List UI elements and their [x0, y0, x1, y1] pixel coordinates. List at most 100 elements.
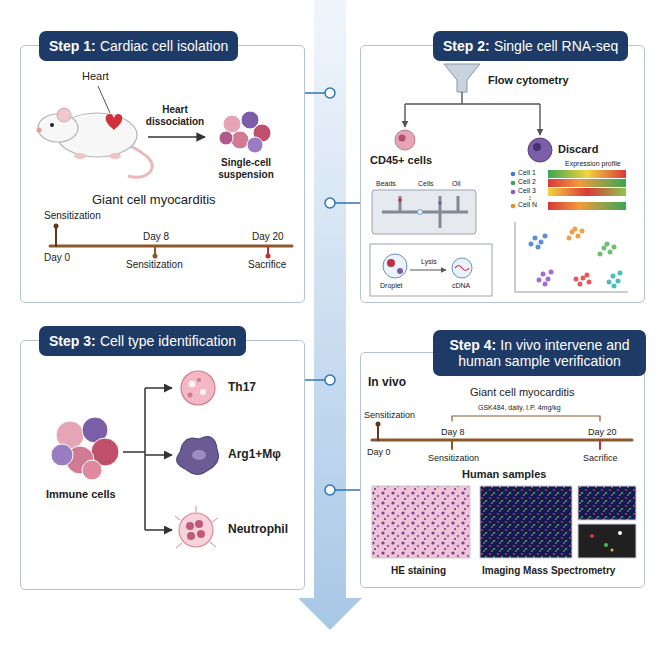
branch-arrows — [123, 451, 145, 453]
timeline — [376, 422, 381, 427]
he-image — [372, 486, 470, 558]
umap-plot — [567, 236, 572, 241]
umap-plot — [618, 271, 623, 276]
branch-arrows — [144, 388, 146, 530]
microfluidic-chip — [398, 198, 402, 202]
microfluidic-chip — [372, 190, 476, 234]
timeline — [153, 254, 158, 259]
image-label: HE staining — [391, 565, 446, 577]
heatmap — [529, 199, 531, 201]
step-title: Single cell RNA-seq — [494, 38, 619, 54]
droplet-inset — [387, 259, 395, 267]
ims-image — [604, 543, 608, 547]
timeline — [372, 439, 632, 442]
microfluidic-chip — [382, 196, 468, 228]
umap-plot — [578, 282, 583, 287]
timeline — [266, 254, 271, 259]
rat-figure — [57, 108, 71, 122]
timeline — [372, 416, 632, 449]
timeline-label: Sacrifice — [583, 453, 618, 463]
droplet-inset — [455, 266, 469, 271]
timeline-label: Sensitization — [126, 259, 183, 271]
neutrophil-cell — [197, 530, 205, 538]
umap-plot — [602, 246, 607, 251]
section-label: Human samples — [462, 468, 546, 481]
th17-cell — [181, 371, 215, 405]
umap-plot — [536, 245, 541, 250]
umap-plot — [549, 270, 554, 275]
cell-label: CD45+ cells — [370, 154, 432, 167]
cell-label: Neutrophil — [228, 523, 288, 537]
microfluidic-chip — [438, 201, 442, 205]
rat-figure — [50, 123, 54, 127]
umap-plot — [543, 234, 548, 239]
chip-label: Oil — [452, 180, 461, 188]
ims-image — [611, 549, 614, 552]
timeline — [451, 440, 453, 449]
umap-plot — [576, 234, 581, 239]
heatmap — [548, 188, 626, 196]
step-header: Step 2:Single cell RNA-seq — [433, 31, 628, 61]
sort-branches — [405, 92, 540, 135]
funnel-icon — [444, 64, 480, 92]
rat-figure — [74, 153, 86, 159]
umap-plot — [598, 242, 617, 257]
step-connector — [305, 88, 360, 495]
ims-image — [578, 486, 636, 520]
umap-plot — [580, 229, 585, 234]
umap-plot — [574, 277, 579, 282]
heatmap — [548, 170, 626, 178]
droplet-inset — [410, 269, 446, 270]
umap-plot — [567, 227, 585, 241]
umap-plot — [529, 234, 548, 250]
timeline — [50, 224, 292, 259]
heatmap — [529, 196, 531, 198]
neutrophil-cell — [212, 518, 218, 522]
umap-plot — [612, 245, 617, 250]
neutrophil-cell — [175, 506, 218, 548]
ims-image — [578, 524, 636, 558]
droplet-inset — [370, 244, 492, 296]
umap-plot — [612, 284, 617, 289]
timeline-label: Sensitization — [44, 210, 101, 222]
flow-arrow — [298, 0, 362, 630]
umap-plot — [515, 222, 628, 292]
cell-label: Th17 — [228, 381, 256, 395]
branch-arrows — [145, 454, 172, 456]
umap-plot — [573, 227, 578, 232]
step-title: Cardiac cell isolation — [100, 38, 228, 54]
macrophage-cell — [176, 437, 218, 475]
heatmap — [548, 179, 626, 187]
rat-figure — [109, 153, 121, 159]
timeline-label: Day 8 — [143, 231, 169, 243]
timeline — [54, 224, 59, 229]
macrophage-cell — [192, 450, 206, 460]
sort-branches — [461, 92, 462, 104]
ims-image — [480, 486, 636, 558]
timeline-label: Sacrifice — [248, 259, 286, 271]
immune-cell-cluster — [51, 444, 73, 466]
neutrophil-cell — [186, 522, 194, 530]
chip-label: Lysis — [421, 258, 437, 266]
droplet-inset — [397, 268, 403, 274]
umap-plot — [607, 271, 623, 289]
model-label: Giant cell myocarditis — [92, 193, 216, 208]
step-connector — [305, 379, 325, 381]
neutrophil-cell — [187, 532, 195, 540]
step-connector — [325, 375, 335, 385]
th17-cell — [197, 378, 201, 382]
neutrophil-cell — [175, 516, 180, 520]
step-connector — [335, 489, 360, 491]
cell-label: Discard — [558, 143, 598, 156]
umap-plot — [598, 252, 603, 257]
rat-figure — [37, 128, 42, 133]
timeline-label: Sensitization — [364, 410, 415, 420]
funnel-icon — [444, 64, 480, 92]
timeline — [599, 440, 601, 449]
th17-cell — [200, 389, 206, 395]
step-number: Step 1: — [49, 38, 96, 54]
plot-label: Cell 2 — [518, 178, 536, 186]
leader-line — [98, 86, 110, 113]
neutrophil-cell — [195, 520, 203, 528]
immune-cell-cluster — [51, 417, 119, 480]
